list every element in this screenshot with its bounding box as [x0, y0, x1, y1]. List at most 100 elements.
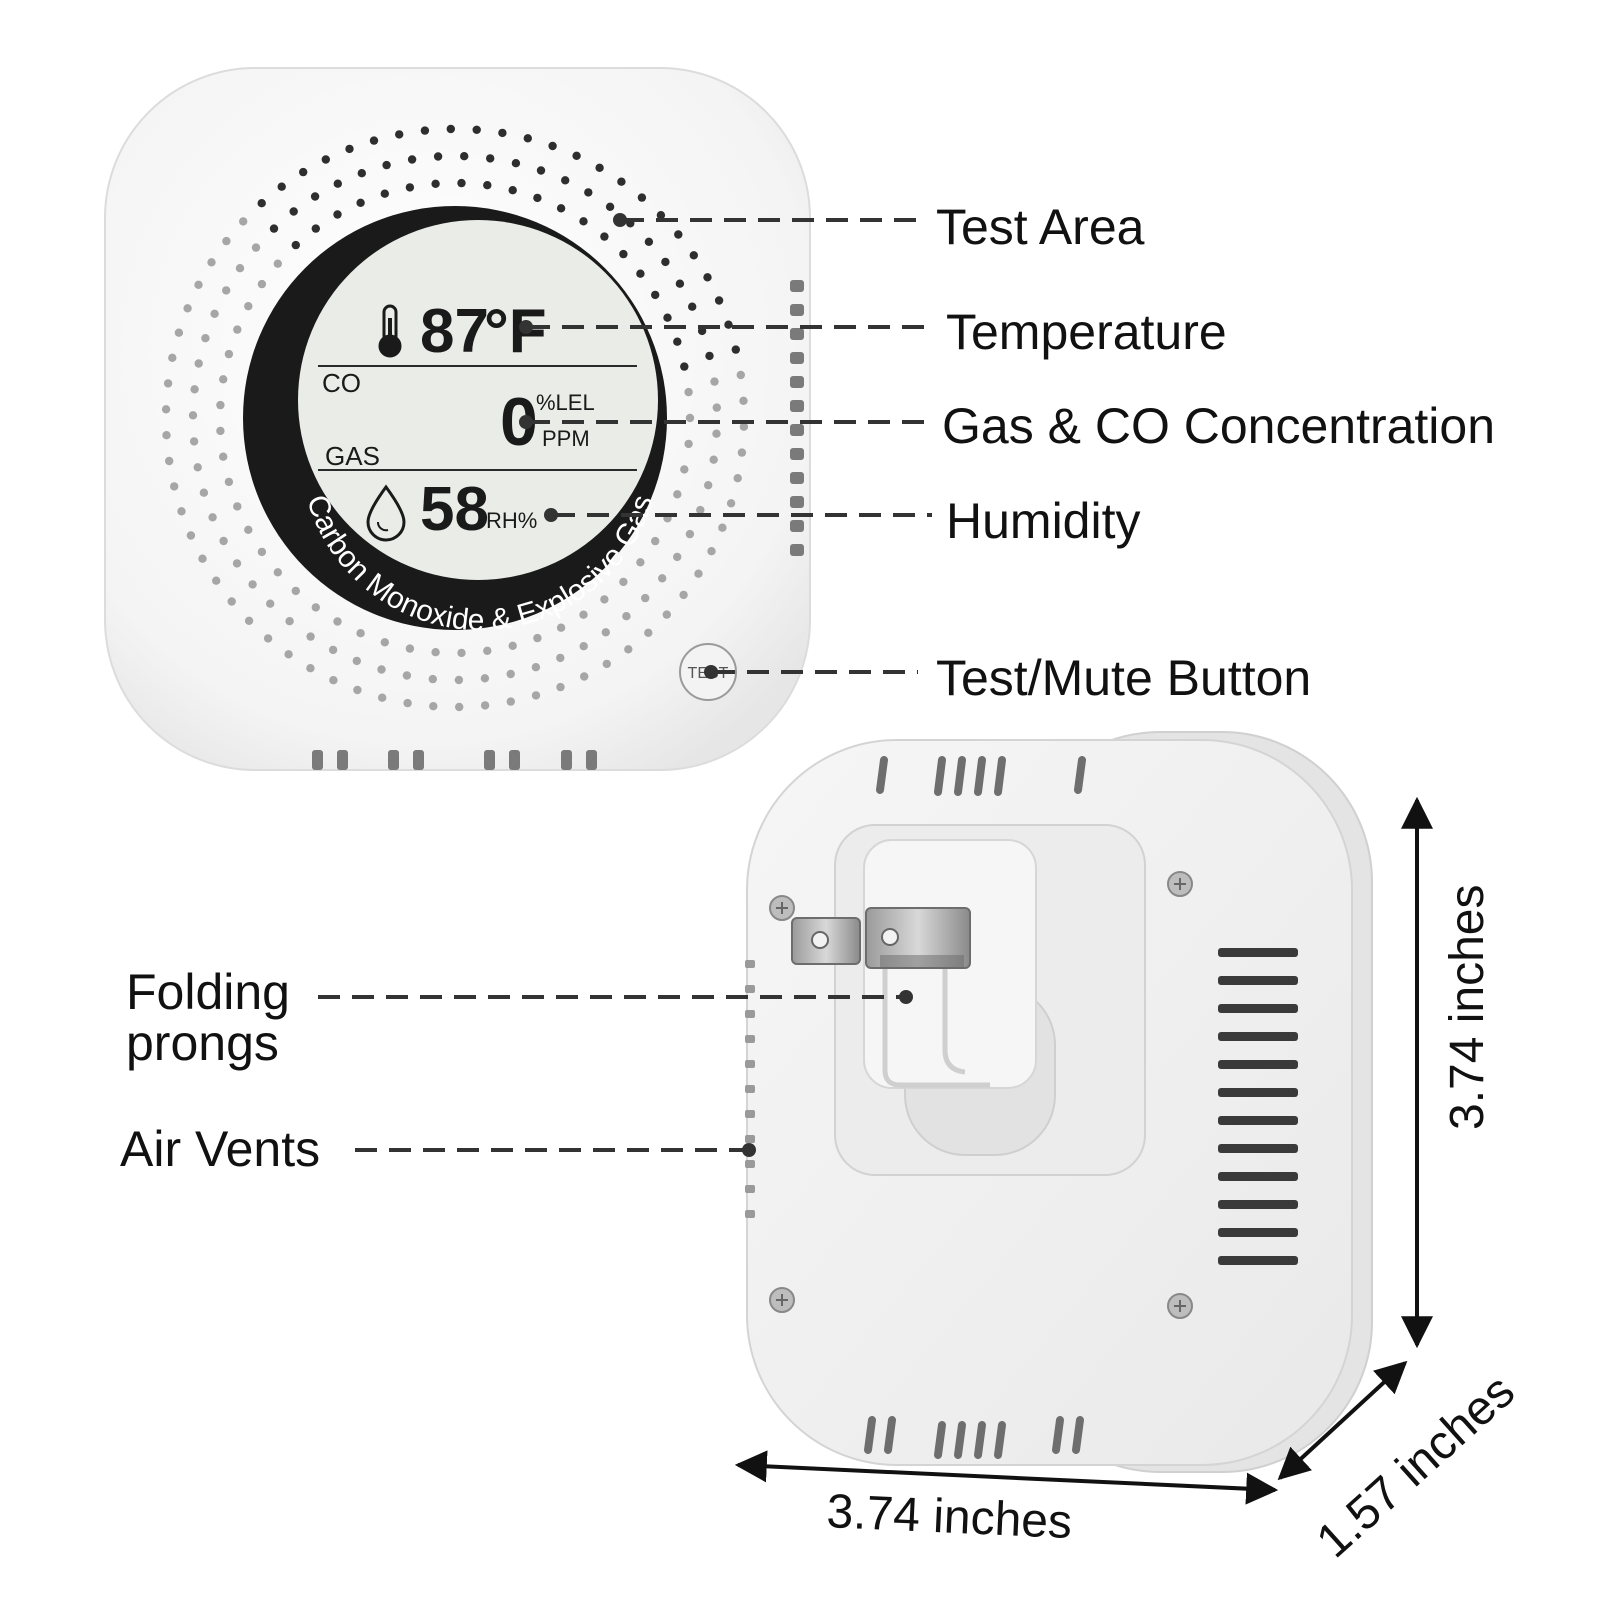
grille-hole [579, 217, 588, 226]
grille-hole [579, 610, 588, 619]
grille-hole [580, 672, 589, 681]
grille-hole [345, 144, 354, 154]
grille-hole [704, 481, 713, 490]
grille-hole [251, 243, 261, 252]
grille-hole [726, 499, 736, 508]
grille-hole [637, 193, 647, 202]
grille-hole [658, 574, 667, 583]
grille-hole [685, 413, 695, 423]
grille-hole [680, 362, 689, 371]
grille-hole [455, 702, 464, 712]
grille-hole [378, 693, 387, 702]
grille-hole [584, 188, 593, 197]
dimension-arrows [734, 796, 1433, 1505]
grille-hole [333, 210, 342, 219]
grille-hole [291, 586, 300, 596]
grille-hole [232, 559, 242, 568]
unit-lel: %LEL [536, 390, 595, 415]
unit-ppm: PPM [542, 426, 590, 451]
grille-hole [601, 628, 610, 637]
grille-hole [194, 280, 203, 289]
grille-hole [651, 290, 660, 300]
test-area-grille [161, 124, 749, 712]
grille-hole [177, 507, 186, 516]
humidity-value: 58 [420, 475, 489, 544]
grille-hole [380, 189, 389, 198]
grille-hole [257, 279, 267, 289]
height-label: 3.74 inches [1441, 884, 1494, 1130]
callout-leaders [318, 218, 932, 1152]
grille-hole [739, 422, 749, 431]
gas-label: GAS [325, 441, 380, 471]
grille-hole [673, 552, 682, 562]
grille-hole [486, 154, 495, 163]
callout-folding-prongs: Folding prongs [126, 967, 290, 1069]
grille-hole [689, 251, 698, 260]
front-side-vents [790, 280, 804, 556]
front-bottom-vents [312, 750, 597, 770]
temperature-value: 87 [420, 297, 489, 366]
grille-hole [257, 547, 267, 557]
grille-hole [269, 224, 279, 233]
grille-hole [168, 353, 177, 362]
width-label: 3.74 inches [826, 1485, 1074, 1549]
grille-hole [712, 403, 721, 412]
folding-prongs [791, 907, 971, 969]
grille-hole [210, 309, 219, 318]
grille-hole [673, 490, 682, 499]
callout-folding-prongs-line1: Folding [126, 964, 290, 1020]
grille-hole [170, 482, 179, 491]
grille-hole [595, 163, 604, 172]
grille-hole [433, 152, 443, 161]
grille-hole [193, 463, 202, 472]
grille-hole [641, 593, 650, 603]
grille-hole [222, 236, 231, 246]
grille-hole [198, 554, 207, 563]
grille-hole [306, 664, 315, 673]
grille-hole [506, 669, 515, 679]
grille-hole [548, 141, 557, 151]
grille-hole [446, 124, 455, 134]
grille-hole [636, 269, 645, 278]
grille-hole [731, 345, 740, 354]
grille-hole [663, 313, 672, 322]
grille-hole [707, 547, 716, 556]
grille-hole [284, 650, 293, 659]
grille-hole [457, 648, 466, 658]
grille-hole [718, 523, 727, 532]
grille-hole [277, 182, 286, 191]
grille-hole [356, 629, 365, 638]
grille-hole [273, 568, 282, 577]
grille-hole [311, 224, 320, 233]
grille-hole [511, 159, 521, 168]
grille-hole [696, 505, 705, 515]
grille-hole [536, 166, 546, 175]
grille-hole [624, 645, 633, 654]
grille-hole [703, 273, 712, 282]
grille-hole [736, 370, 745, 380]
grille-hole [199, 488, 209, 497]
grille-hole [679, 590, 688, 600]
grille-hole [174, 328, 184, 337]
grille-hole [402, 671, 412, 680]
grille-hole [712, 429, 721, 438]
grille-hole [356, 198, 365, 207]
grille-hole [216, 426, 225, 436]
grille-hole [600, 595, 609, 604]
grille-hole [531, 663, 541, 672]
grille-hole [556, 682, 565, 692]
grille-hole [289, 207, 298, 216]
grille-hole [662, 610, 671, 619]
grille-hole [186, 531, 196, 540]
callout-humidity: Humidity [946, 493, 1141, 549]
grille-hole [636, 558, 645, 567]
callout-gas-co: Gas & CO Concentration [942, 398, 1496, 454]
grille-hole [480, 674, 490, 683]
grille-hole [739, 396, 748, 405]
grille-hole [212, 576, 221, 585]
grille-hole [644, 237, 654, 246]
grille-hole [483, 646, 492, 655]
grille-hole [556, 204, 566, 213]
grille-hole [291, 240, 300, 250]
